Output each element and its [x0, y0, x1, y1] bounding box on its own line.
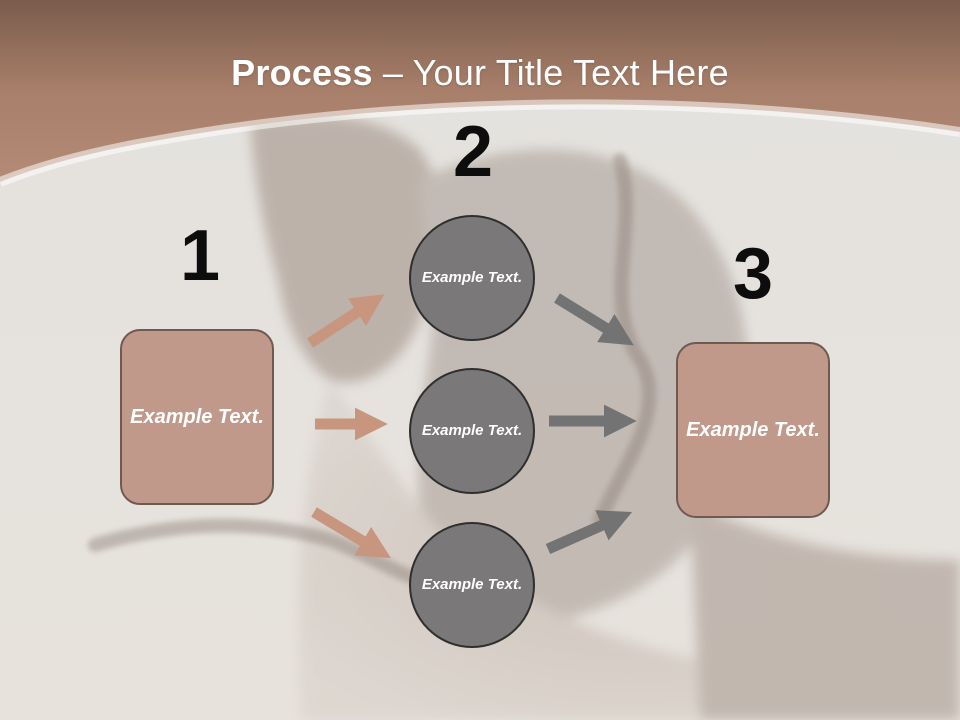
step-1-box: Example Text. [120, 329, 274, 505]
slide-title: Process – Your Title Text Here [0, 52, 960, 94]
arrow-from-circle-top [554, 293, 634, 346]
circle-middle-text: Example Text. [421, 421, 523, 439]
step-2-circle-top: Example Text. [409, 215, 535, 341]
step-1-box-text: Example Text. [130, 405, 264, 428]
title-bold: Process [231, 52, 373, 93]
step-3-box: Example Text. [676, 342, 830, 518]
circle-bottom-text: Example Text. [421, 575, 523, 593]
step-3-box-text: Example Text. [686, 418, 820, 441]
step-2-circle-middle: Example Text. [409, 368, 535, 494]
title-rest: – Your Title Text Here [372, 52, 729, 93]
arrow-from-circle-bottom [545, 510, 633, 555]
step-number-2: 2 [452, 112, 494, 192]
arrow-to-circle-top [306, 294, 385, 348]
step-2-circle-bottom: Example Text. [409, 522, 535, 648]
step-number-1: 1 [179, 216, 221, 296]
circle-top-text: Example Text. [421, 268, 523, 286]
arrow-to-circle-bottom [311, 507, 391, 559]
step-number-3: 3 [732, 234, 774, 314]
